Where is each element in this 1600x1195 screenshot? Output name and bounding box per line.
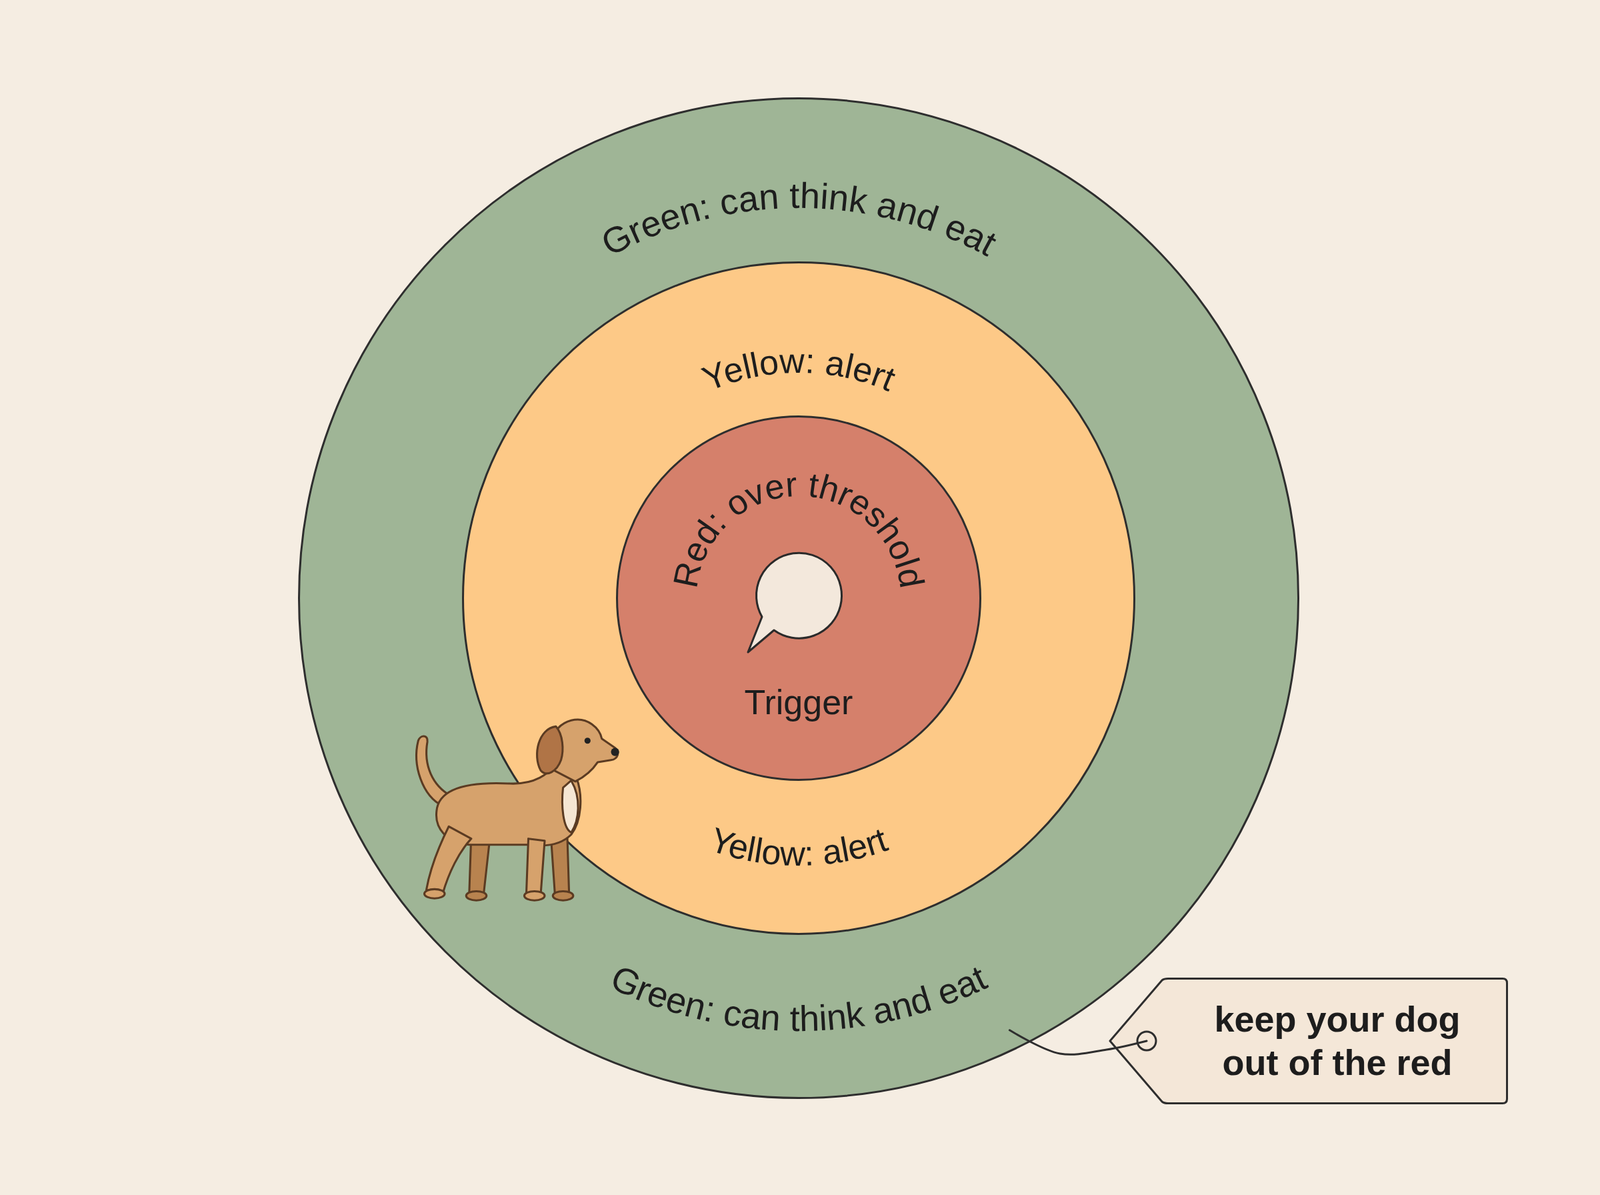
dog-leg [469, 834, 490, 896]
zone-label: Red: over threshold [665, 464, 932, 591]
zone-label-path: Yellow: alert [705, 819, 892, 873]
node-outline: Red: over threshold [616, 415, 982, 781]
tag-text: keep your dog out of the red [1166, 977, 1508, 1104]
zone-label-path: Green: can think and eat [594, 175, 1003, 264]
dog-paw [552, 890, 574, 900]
zone-label: Yellow: alert [705, 819, 892, 873]
zone-label-path: Green: can think and eat [605, 956, 993, 1038]
dog-chest [562, 780, 578, 832]
zone-label: Green: can think and eat [605, 956, 993, 1038]
node-outline [1106, 977, 1508, 1104]
speech-bubble-icon [748, 552, 842, 652]
yellow-zone-circle: Yellow: alertYellow: alertRed: over thre… [462, 261, 1136, 935]
dog-leg [526, 838, 545, 896]
dog-head [550, 719, 618, 782]
dog-ear [537, 726, 563, 773]
dog-nose [610, 747, 619, 756]
red-zone-circle: Red: over thresholdTrigger [616, 415, 982, 781]
trigger-label: Trigger [616, 682, 982, 722]
green-zone-circle: Green: can think and eatGreen: can think… [298, 97, 1300, 1099]
dog-paw [466, 890, 487, 900]
dog-paw [424, 888, 445, 898]
zone-ring [299, 98, 1299, 1098]
tag-outline [1110, 978, 1508, 1104]
zone-ring [617, 416, 981, 780]
zone-label-path: Red: over threshold [665, 464, 932, 591]
dog-paw [524, 890, 545, 900]
dog-leg [426, 826, 472, 894]
leader-line [1009, 1030, 1147, 1054]
trigger-label: Trigger [744, 681, 854, 723]
tag-note: keep your dog out of the red [1106, 977, 1508, 1104]
dog-eye [584, 737, 591, 744]
dog-body [436, 765, 581, 846]
tag-hole [1137, 1031, 1156, 1050]
zone-label: Green: can think and eat [594, 175, 1003, 264]
tag-text: keep your dog out of the red [1194, 997, 1481, 1084]
zone-label-path: Yellow: alert [697, 341, 902, 399]
zone-label: Yellow: alert [697, 341, 902, 399]
zone-ring [463, 262, 1135, 934]
dog-leg [550, 830, 570, 896]
dog-illustration [416, 719, 620, 900]
dog-tail [416, 736, 452, 806]
